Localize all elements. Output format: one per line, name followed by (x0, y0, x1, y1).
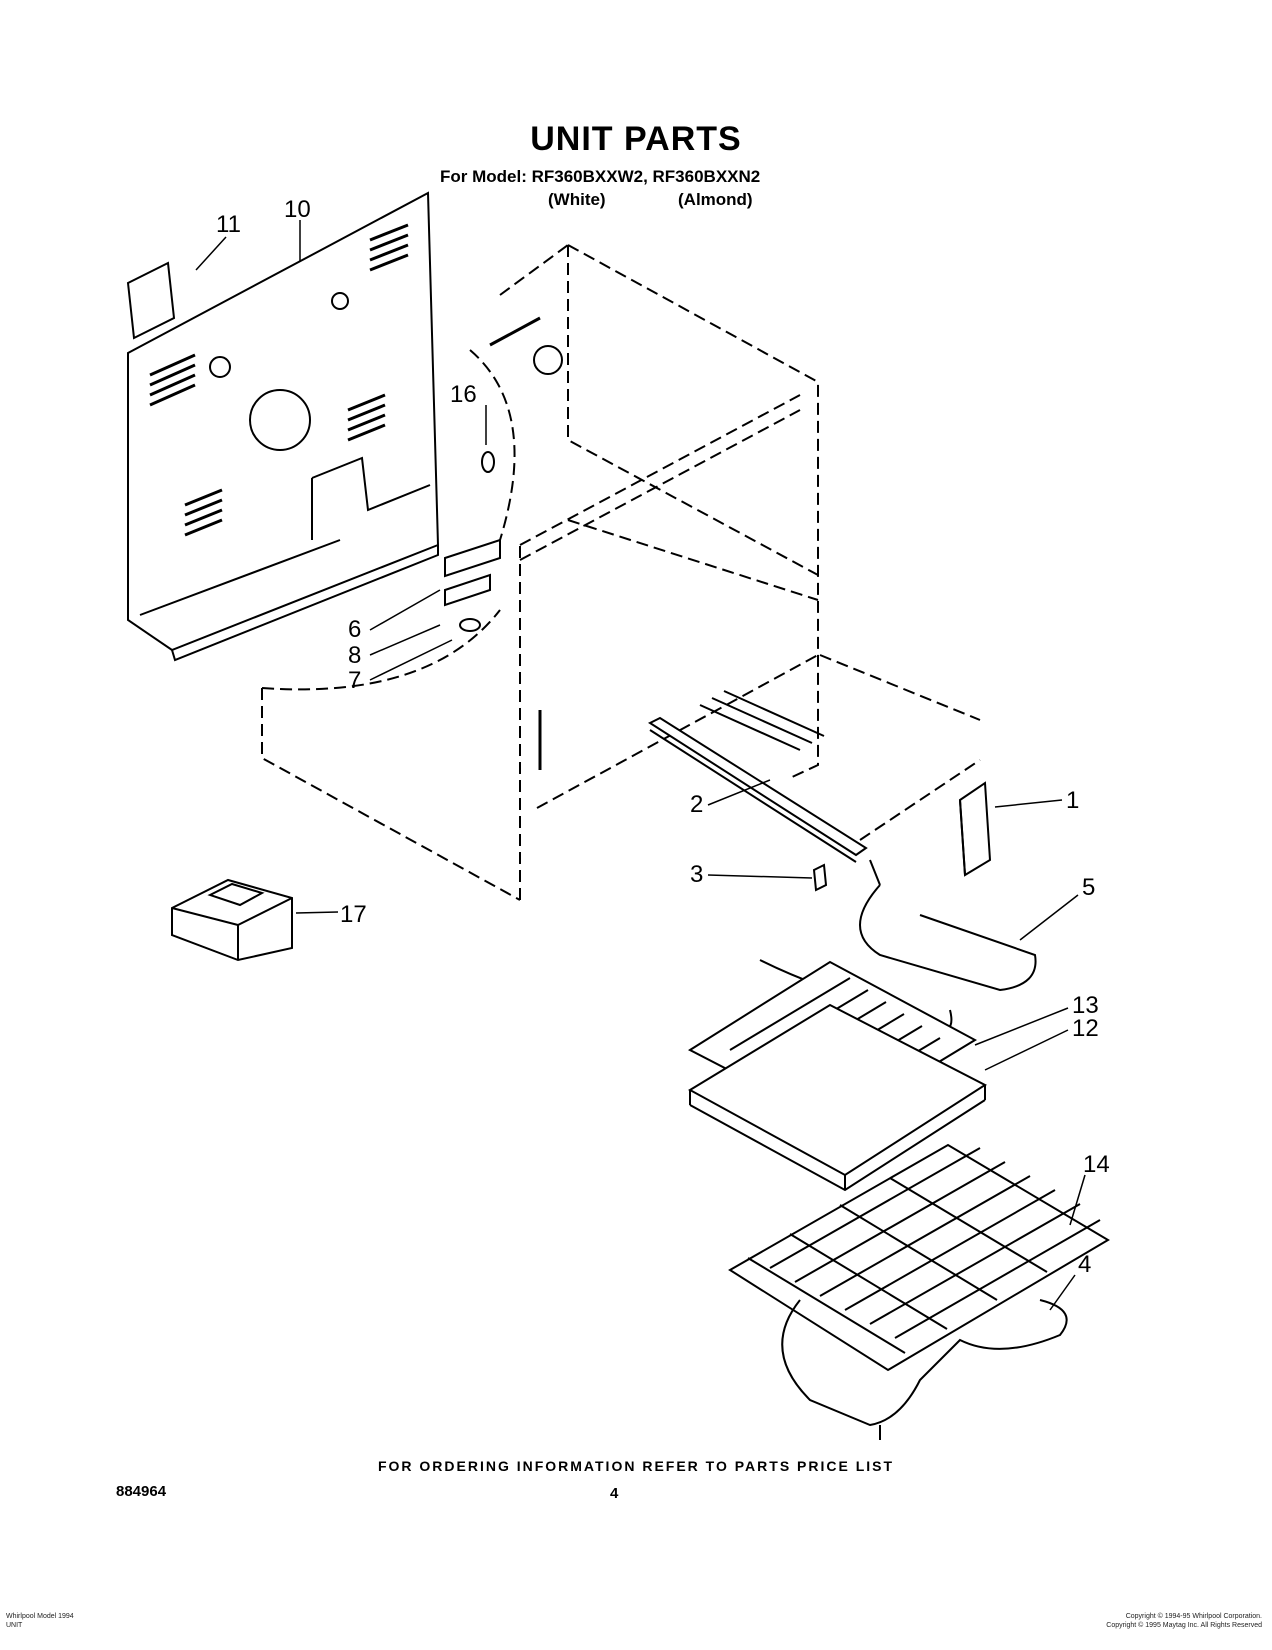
variant-white: (White) (548, 190, 606, 209)
broiler-pan-part-12 (688, 1003, 987, 1192)
fine-print-left-line: Whirlpool Model 1994 (6, 1613, 74, 1620)
callout-14: 14 (1083, 1151, 1110, 1178)
callout-16: 16 (450, 381, 477, 408)
leader-lines (195, 220, 1086, 1311)
fine-print-right: Copyright © 1994-95 Whirlpool Corporatio… (1106, 1612, 1262, 1630)
page-title: UNIT PARTS (530, 120, 742, 158)
fine-print-right-line: Copyright © 1994-95 Whirlpool Corporatio… (1125, 1613, 1262, 1620)
grommet-part-16 (481, 451, 495, 473)
callout-11: 11 (216, 211, 241, 238)
page-number: 4 (610, 1485, 619, 1502)
fine-print-left: Whirlpool Model 1994 UNIT (6, 1612, 74, 1630)
oven-rack-part-14 (728, 1143, 1110, 1372)
callout-17: 17 (340, 901, 367, 928)
rear-panel-part-10 (127, 191, 440, 662)
callout-numbers: 1 2 3 4 5 6 7 8 10 11 12 13 14 16 17 (216, 196, 1110, 1278)
package-part-17 (171, 878, 293, 962)
variant-almond: (Almond) (678, 190, 753, 209)
clip-part-3 (812, 863, 828, 892)
terminal-block-part-6 (444, 538, 501, 632)
callout-1: 1 (1066, 787, 1079, 814)
callout-3: 3 (690, 861, 703, 888)
callout-13: 13 (1072, 992, 1099, 1019)
document-number: 884964 (116, 1483, 167, 1500)
side-cover-part-1 (958, 781, 992, 877)
bottom-rail-part-2 (647, 690, 868, 863)
fine-print-right-line: Copyright © 1995 Maytag Inc. All Rights … (1106, 1622, 1262, 1629)
bake-element-part-4 (781, 1299, 1068, 1440)
callout-2: 2 (690, 791, 703, 818)
cabinet-frame (261, 244, 981, 901)
callout-8: 8 (348, 642, 361, 669)
fine-print-left-line: UNIT (6, 1622, 23, 1629)
callout-4: 4 (1078, 1251, 1091, 1278)
callout-5: 5 (1082, 874, 1095, 901)
cover-plate-part-11 (126, 261, 176, 340)
callout-6: 6 (348, 616, 361, 643)
model-line: For Model: RF360BXXW2, RF360BXXN2 (440, 167, 761, 186)
callout-10: 10 (284, 196, 311, 223)
callout-7: 7 (348, 667, 361, 694)
ordering-note: FOR ORDERING INFORMATION REFER TO PARTS … (377, 1458, 895, 1474)
callout-12: 12 (1072, 1015, 1099, 1042)
